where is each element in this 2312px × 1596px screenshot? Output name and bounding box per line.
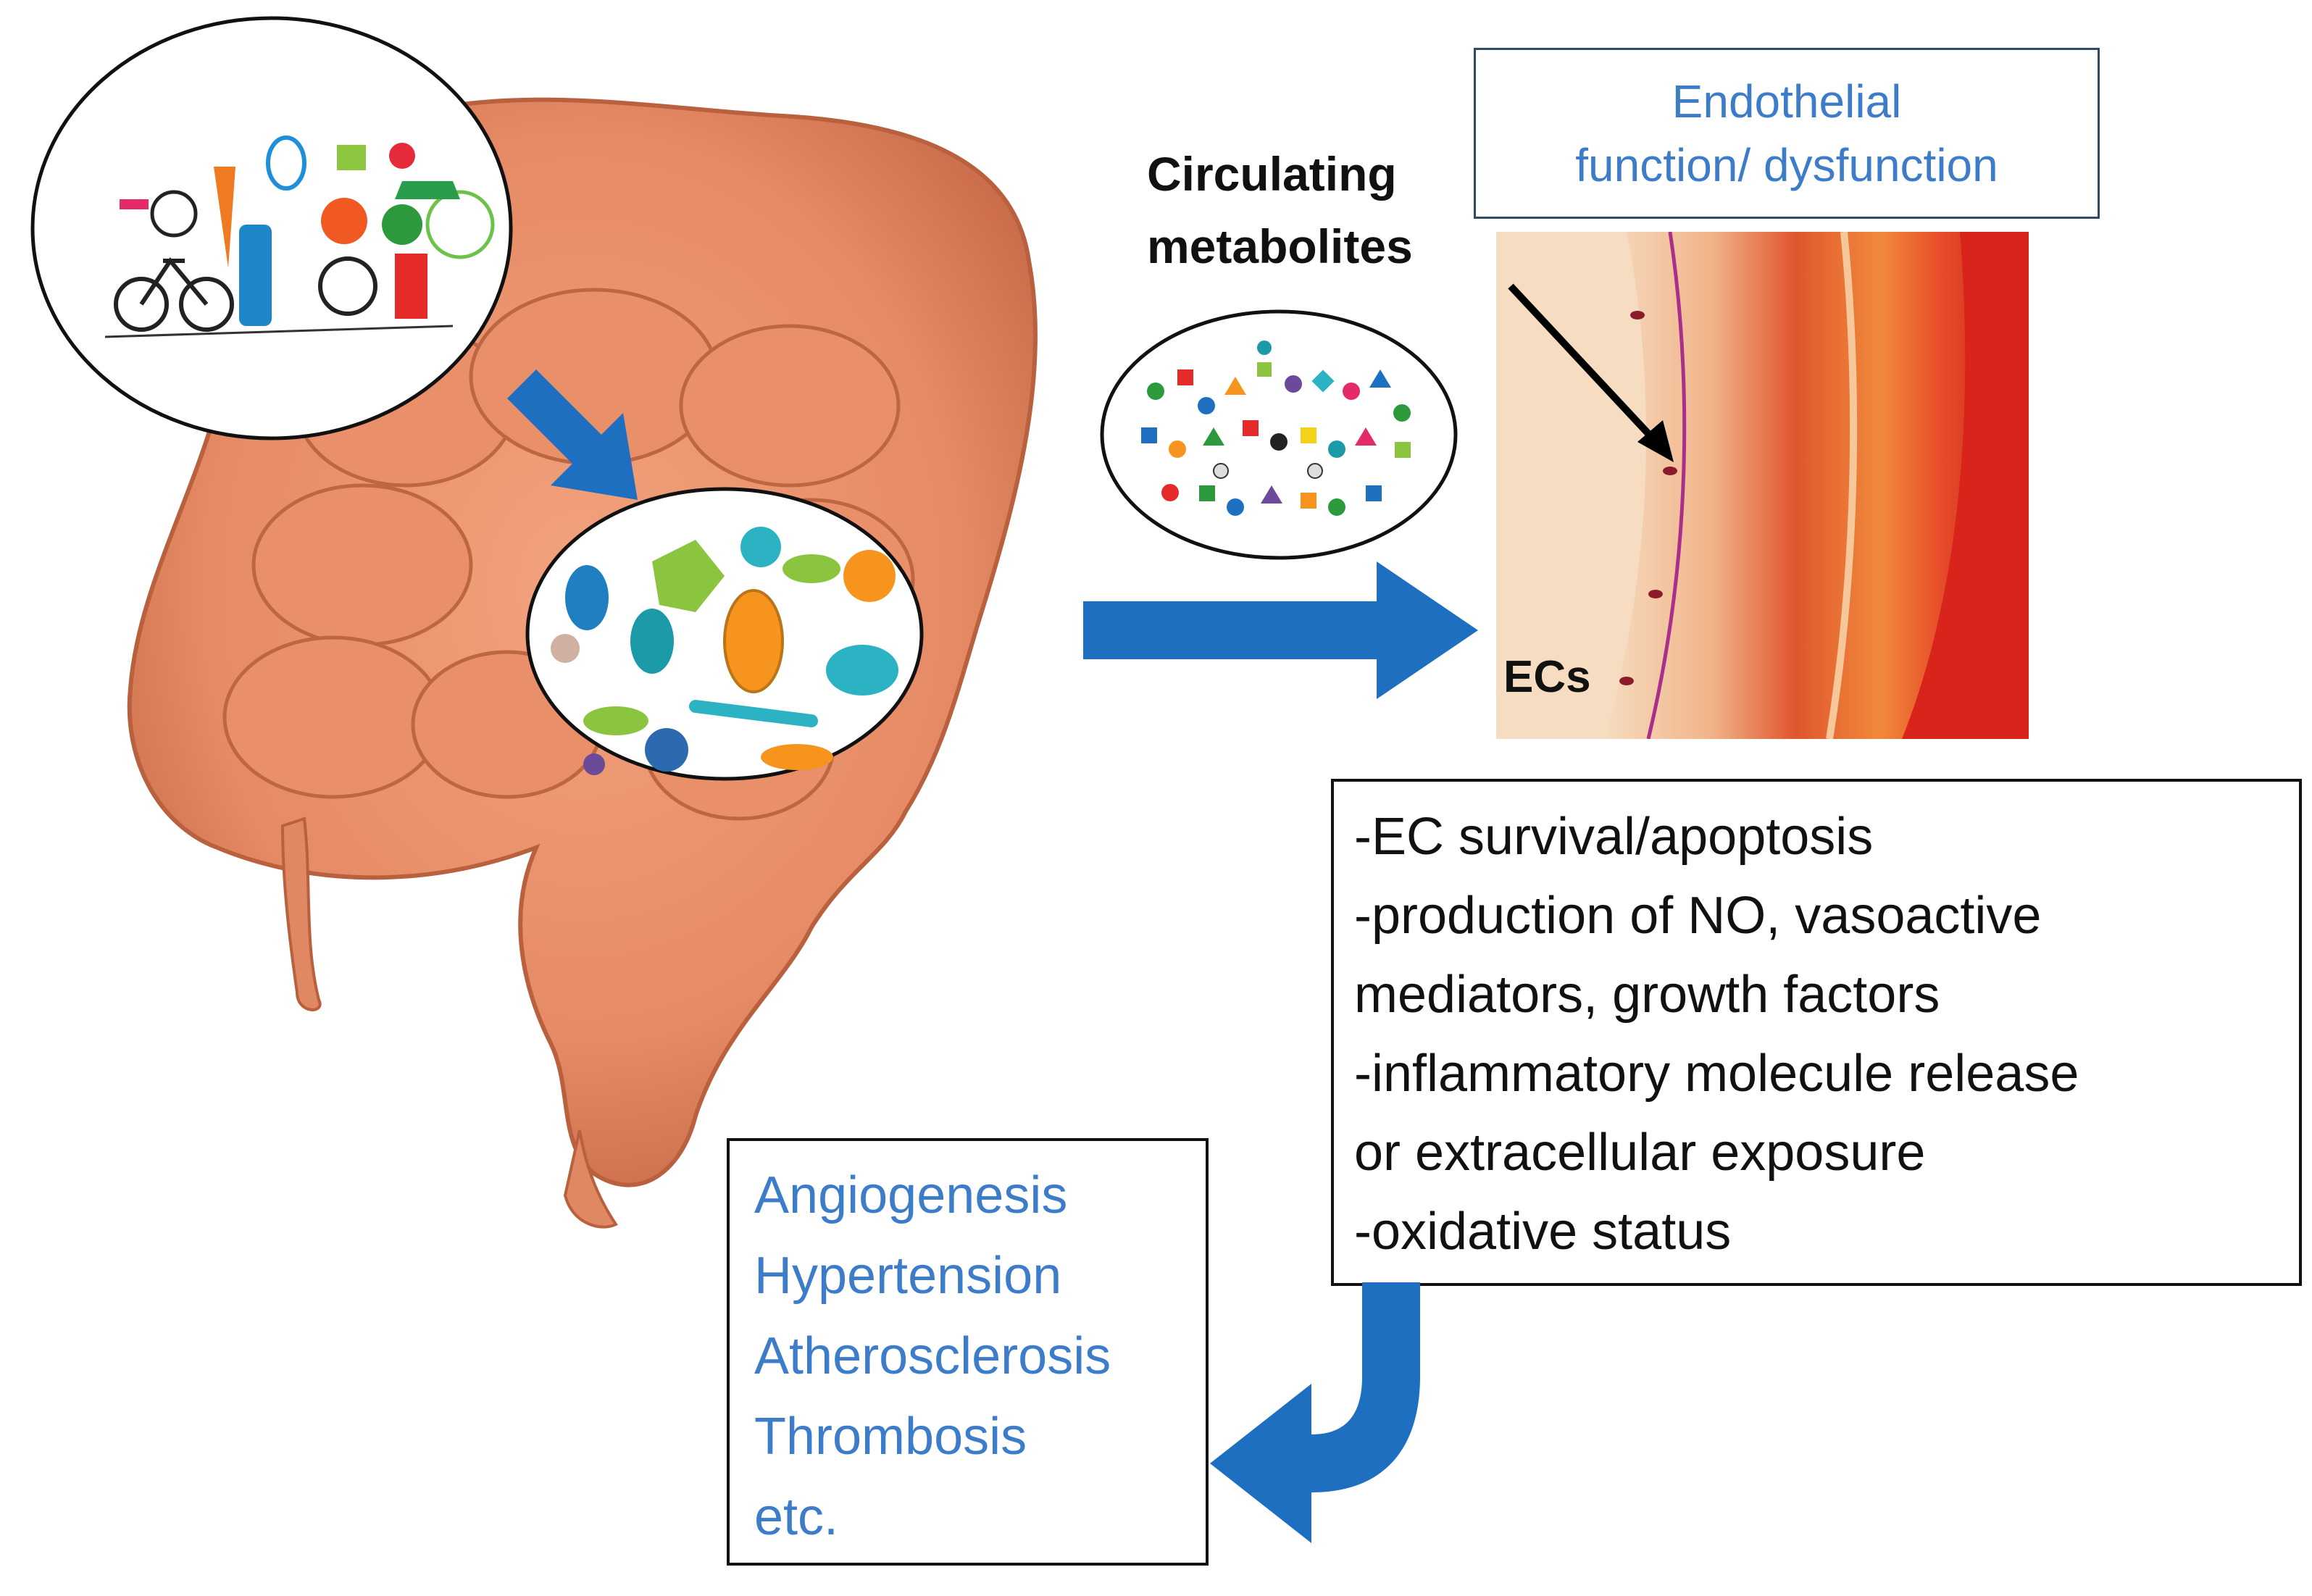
broccoli-icon bbox=[382, 204, 422, 245]
endothelial-line-2: function/ dysfunction bbox=[1575, 139, 1998, 191]
juice-glass-icon bbox=[395, 254, 427, 319]
jump-rope-icon bbox=[425, 190, 495, 259]
circulating-label: Circulating bbox=[1147, 147, 1397, 201]
effect-line-3: mediators, growth factors bbox=[1354, 966, 1940, 1024]
effect-line-4: -inflammatory molecule release bbox=[1354, 1045, 2079, 1103]
metabolites-label: metabolites bbox=[1147, 220, 1413, 273]
arrow-effects-to-outcomes bbox=[1210, 1282, 1420, 1543]
arrow-lifestyle-to-microbiota bbox=[507, 369, 638, 500]
clock-icon bbox=[318, 256, 377, 316]
lifestyle-icons bbox=[114, 135, 495, 332]
effect-line-2: -production of NO, vasoactive bbox=[1354, 887, 2042, 945]
outcomes-box: Angiogenesis Hypertension Atherosclerosi… bbox=[727, 1138, 1209, 1566]
vessel-wall-illustration bbox=[1496, 232, 2029, 739]
microbiota-bubble bbox=[525, 487, 924, 781]
endothelial-cells bbox=[1619, 311, 1677, 685]
outcome-line-4: Thrombosis bbox=[754, 1408, 1027, 1466]
bicycle-icon bbox=[114, 256, 234, 332]
endothelial-line-1: Endothelial bbox=[1672, 75, 1902, 128]
endothelial-function-box: Endothelial function/ dysfunction bbox=[1474, 48, 2100, 219]
shoe-icon bbox=[395, 181, 460, 199]
carrot-icon bbox=[214, 167, 235, 268]
rectum bbox=[563, 1129, 618, 1229]
effect-line-6: -oxidative status bbox=[1354, 1203, 1732, 1261]
effect-line-5: or extracellular exposure bbox=[1354, 1124, 1926, 1182]
metabolites-bubble bbox=[1100, 309, 1458, 560]
dumbbell-icon bbox=[120, 199, 149, 209]
endothelial-effects-box: -EC survival/apoptosis -production of NO… bbox=[1331, 779, 2302, 1286]
racket-icon bbox=[266, 135, 306, 191]
bacteria-icons bbox=[551, 527, 898, 775]
lifestyle-bubble bbox=[30, 16, 513, 440]
basketball-icon bbox=[321, 198, 367, 244]
outcome-line-2: Hypertension bbox=[754, 1247, 1062, 1305]
outcome-line-1: Angiogenesis bbox=[754, 1166, 1068, 1224]
outcome-line-3: Atherosclerosis bbox=[754, 1327, 1111, 1385]
small-intestine-loops bbox=[222, 288, 915, 821]
heart-icon bbox=[389, 143, 415, 169]
bottle-icon bbox=[239, 225, 272, 326]
ecs-label: ECs bbox=[1503, 652, 1591, 702]
effect-line-1: -EC survival/apoptosis bbox=[1354, 808, 1874, 866]
soccer-ball-icon bbox=[150, 190, 198, 238]
outcome-line-5: etc. bbox=[754, 1488, 839, 1546]
arrow-gut-to-vessel bbox=[1083, 561, 1478, 699]
mug-icon bbox=[337, 145, 366, 170]
appendix bbox=[280, 816, 322, 1011]
